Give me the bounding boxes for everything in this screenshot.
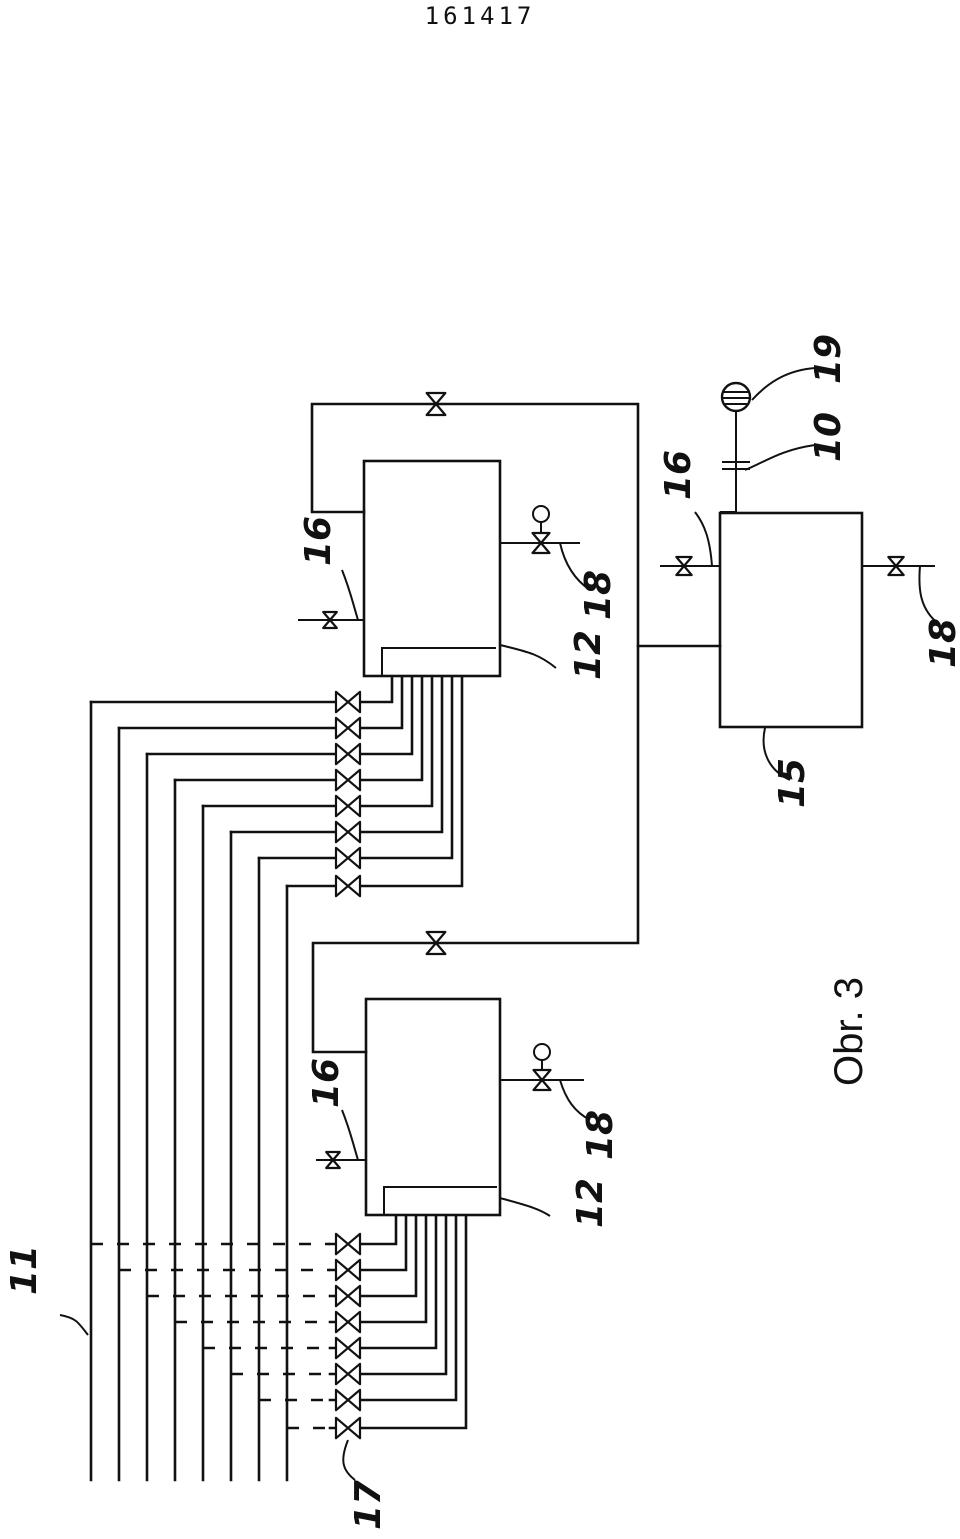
vent-upper xyxy=(298,610,364,630)
valve xyxy=(675,555,693,577)
valve xyxy=(334,690,362,714)
feed-line-upper xyxy=(145,674,414,756)
valve xyxy=(334,820,362,844)
leader-lines xyxy=(59,367,941,1481)
valve xyxy=(334,846,362,870)
label-manifold: 11 xyxy=(4,1245,45,1295)
tank-lower-inner-pipe xyxy=(383,1186,497,1214)
label-tank-upper: 12 xyxy=(568,630,609,680)
drain-chamber xyxy=(862,555,935,577)
drain-upper xyxy=(500,505,580,555)
valve xyxy=(334,1258,362,1282)
valve xyxy=(334,794,362,818)
valve xyxy=(334,1388,362,1412)
label-gauge: 19 xyxy=(808,334,849,384)
label-vent-lower: 16 xyxy=(306,1058,347,1108)
feed-line-upper xyxy=(229,674,444,834)
label-drain-lower: 18 xyxy=(580,1110,621,1160)
valve xyxy=(334,1284,362,1308)
manifold-pipes xyxy=(89,700,289,1482)
valve xyxy=(334,1310,362,1334)
label-drain-upper: 18 xyxy=(578,570,619,620)
label-drain-chamber: 18 xyxy=(923,618,960,668)
feed-line-upper xyxy=(117,674,404,730)
feed-valves xyxy=(334,690,362,1440)
label-vent-chamber: 16 xyxy=(658,450,699,500)
valve xyxy=(334,716,362,740)
feed-line-lower xyxy=(328,1213,428,1324)
chamber xyxy=(718,511,864,729)
valve xyxy=(325,1150,341,1170)
valve xyxy=(334,1362,362,1386)
vent-chamber xyxy=(660,555,720,577)
valve xyxy=(334,1232,362,1256)
figure-caption: Obr. 3 xyxy=(827,977,871,1086)
vent-lower xyxy=(316,1150,366,1170)
tank-upper xyxy=(362,459,502,678)
valve xyxy=(425,391,447,417)
tank-lower xyxy=(364,997,502,1217)
valve xyxy=(532,1068,552,1092)
feed-line-lower xyxy=(328,1213,458,1402)
feed-line-lower xyxy=(328,1213,418,1298)
label-orifice: 10 xyxy=(808,412,849,462)
label-tank-lower: 12 xyxy=(570,1178,611,1228)
feed-line-upper xyxy=(257,674,454,860)
valve xyxy=(334,742,362,766)
label-vent-upper: 16 xyxy=(298,516,339,566)
return-loop xyxy=(310,402,722,1054)
feed-line-lower xyxy=(328,1213,448,1376)
drain-lower xyxy=(500,1043,584,1092)
valve xyxy=(334,874,362,898)
feed-line-lower xyxy=(328,1213,468,1430)
feed-line-upper xyxy=(173,674,424,782)
label-chamber: 15 xyxy=(772,758,813,808)
feed-line-upper xyxy=(89,674,394,704)
dashed-connections xyxy=(91,1242,330,1430)
tank-upper-inner-pipe xyxy=(381,647,496,675)
feed-line-upper xyxy=(201,674,434,808)
gauge-assembly xyxy=(720,381,752,513)
valve xyxy=(334,1416,362,1440)
feed-lines xyxy=(89,674,468,1430)
label-valve-row: 17 xyxy=(348,1480,389,1530)
valve xyxy=(531,531,551,555)
valve xyxy=(334,768,362,792)
valve xyxy=(425,930,447,956)
feed-line-lower xyxy=(328,1213,438,1350)
loop-valves xyxy=(425,391,447,956)
valve xyxy=(322,610,338,630)
valve xyxy=(334,1336,362,1360)
valve xyxy=(887,555,905,577)
patent-number: 161417 xyxy=(424,2,536,30)
